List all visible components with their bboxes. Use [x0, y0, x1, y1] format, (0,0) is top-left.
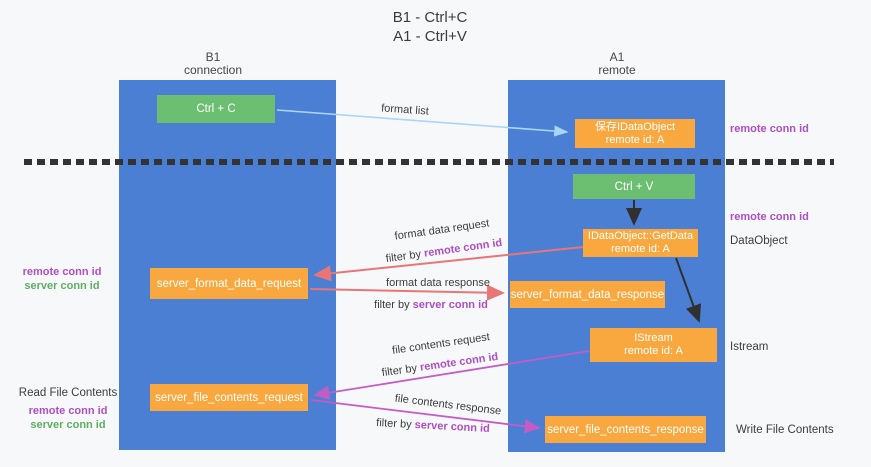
- label-write-file-contents: Write File Contents: [736, 424, 834, 436]
- title-line-ctrl-c: B1 - Ctrl+C: [392, 9, 468, 26]
- label-file-contents-response: file contents response: [394, 392, 502, 418]
- label-remote-conn-id-right-mid: remote conn id: [730, 211, 809, 223]
- label-remote-conn-id-left: remote conn id: [22, 266, 102, 278]
- copy-paste-separator-dashed-line: [24, 159, 834, 165]
- node-server-format-data-request: server_format_data_request: [150, 268, 308, 299]
- server-conn-id-text: server conn id: [414, 419, 491, 435]
- filter-by-text: filter by: [385, 248, 422, 266]
- label-read-file-contents: Read File Contents: [18, 387, 118, 399]
- label-dataobject: DataObject: [730, 235, 788, 247]
- title-line-ctrl-v: A1 - Ctrl+V: [393, 28, 467, 45]
- node-istream-line1: IStream: [634, 332, 673, 344]
- node-getdata-line2: remote id: A: [611, 243, 670, 255]
- node-server-file-contents-request-label: server_file_contents_request: [155, 391, 303, 404]
- label-block-read-file-contents: Read File Contents remote conn id server…: [18, 386, 118, 432]
- column-a1-role: remote: [598, 63, 636, 77]
- server-conn-id-text: server conn id: [412, 299, 488, 311]
- node-idataobject-getdata: IDataObject::GetData remote id: A: [583, 229, 698, 257]
- arrow-format-data-response: [309, 284, 505, 301]
- label-format-list: format list: [380, 102, 430, 118]
- node-server-file-contents-response-label: server_file_contents_response: [547, 423, 704, 436]
- filter-by-text: filter by: [381, 362, 418, 380]
- label-format-data-response: format data response: [386, 277, 490, 289]
- label-filter-by-server-conn-id-1: filter by server conn id: [374, 299, 488, 311]
- column-b1-role: connection: [183, 63, 243, 77]
- label-remote-conn-id-bottom-left: remote conn id: [28, 405, 108, 417]
- column-a1-name: A1: [609, 50, 625, 64]
- label-server-conn-id-bottom-left: server conn id: [30, 419, 106, 431]
- node-save-idataobject-line2: remote id: A: [605, 133, 665, 146]
- node-server-file-contents-request: server_file_contents_request: [150, 384, 308, 411]
- filter-by-text: filter by: [375, 417, 412, 431]
- label-filter-by-server-conn-id-2: filter by server conn id: [376, 417, 490, 435]
- diagram-title: B1 - Ctrl+C A1 - Ctrl+V: [393, 8, 468, 46]
- label-format-data-request: format data request: [393, 217, 491, 243]
- column-b1-name: B1: [205, 50, 221, 64]
- column-header-b1: B1 connection: [184, 51, 242, 77]
- node-ctrl-c-label: Ctrl + C: [196, 103, 236, 115]
- node-server-format-data-response: server_format_data_response: [510, 281, 665, 308]
- label-server-conn-id-left: server conn id: [24, 280, 100, 292]
- node-istream: IStream remote id: A: [590, 328, 717, 362]
- remote-conn-id-text: remote conn id: [423, 236, 503, 260]
- filter-by-text: filter by: [374, 299, 410, 311]
- node-server-format-data-request-label: server_format_data_request: [156, 277, 302, 290]
- node-save-idataobject: 保存IDataObject remote id: A: [575, 119, 695, 148]
- column-header-a1: A1 remote: [598, 51, 635, 77]
- node-server-file-contents-response: server_file_contents_response: [545, 416, 706, 443]
- node-ctrl-c: Ctrl + C: [157, 95, 275, 123]
- node-ctrl-v: Ctrl + V: [573, 174, 695, 199]
- label-block-conn-ids-left: remote conn id server conn id: [12, 265, 112, 293]
- label-istream: Istream: [730, 341, 769, 353]
- remote-conn-id-text: remote conn id: [419, 350, 499, 374]
- node-save-idataobject-line1: 保存IDataObject: [594, 120, 676, 133]
- node-ctrl-v-label: Ctrl + V: [614, 180, 654, 193]
- node-server-format-data-response-label: server_format_data_response: [510, 288, 665, 301]
- node-istream-line2: remote id: A: [624, 345, 683, 357]
- label-remote-conn-id-right-top: remote conn id: [730, 123, 809, 135]
- node-getdata-line1: IDataObject::GetData: [587, 230, 694, 242]
